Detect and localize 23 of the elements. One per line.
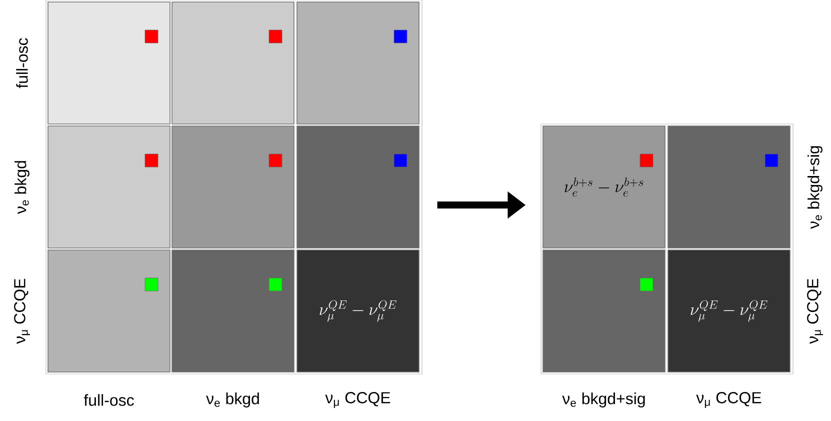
axis-label: ν$_{μ}$ CCQE — [325, 392, 390, 408]
axis-label: full-osc — [84, 394, 134, 406]
axis-label: ν$_{e}$ bkgd+sig — [808, 146, 822, 229]
axis-label: ν$_{μ}$ CCQE — [14, 278, 30, 344]
axis-label: full-osc — [16, 38, 28, 88]
matrix-cell — [48, 250, 170, 372]
matrix-cell — [172, 126, 294, 248]
axis-label: ν$_{e}$ bkgd — [206, 392, 259, 408]
axis-label: ν$_{μ}$ CCQE — [807, 278, 823, 344]
matrix-cell: $\nu_{e}^{b+s}-\nu_{e}^{b+s}$ — [542, 126, 666, 248]
axis-label: ν$_{e}$ bkgd+sig — [562, 392, 645, 408]
matrix-cell — [172, 250, 294, 372]
matrix-cell — [172, 2, 294, 124]
matrix-cell: $\nu_{\mu}^{QE}-\nu_{\mu}^{QE}$ — [668, 250, 790, 372]
matrix-cell — [542, 250, 666, 372]
matrix-cell — [48, 126, 170, 248]
axis-label: ν$_{e}$ bkgd — [14, 161, 30, 214]
axis-label: ν$_{μ}$ CCQE — [696, 392, 762, 408]
matrix-cell — [48, 2, 170, 124]
matrix-cell: $\nu_{\mu}^{QE}-\nu_{\mu}^{QE}$ — [296, 250, 420, 372]
matrix-cell — [668, 126, 790, 248]
matrix-cell — [296, 2, 420, 124]
matrix-cell — [296, 126, 420, 248]
